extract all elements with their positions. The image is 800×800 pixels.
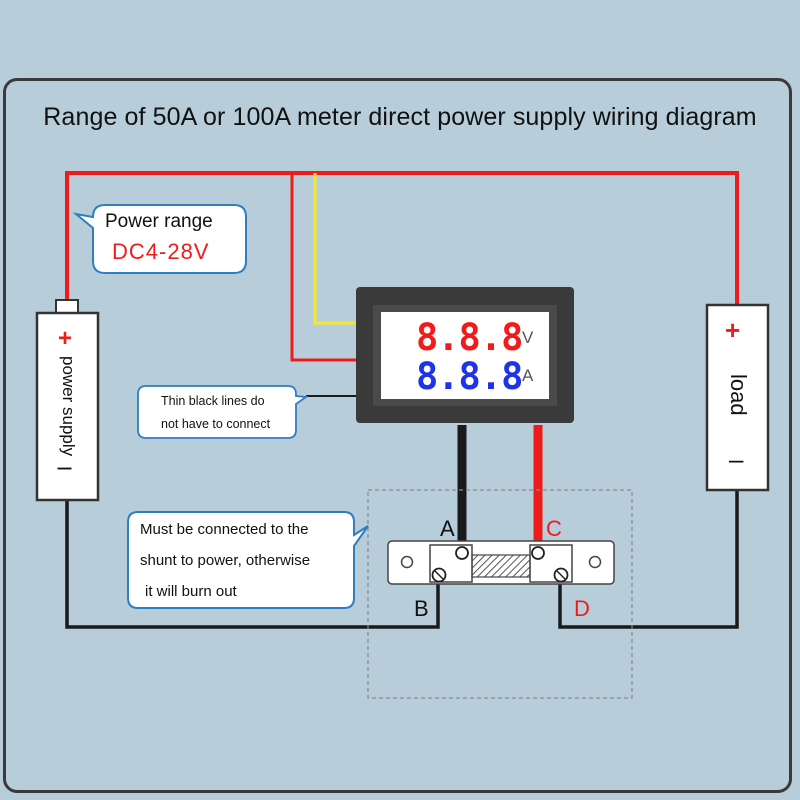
diagram-title: Range of 50A or 100A meter direct power … [43, 103, 757, 131]
power-callout-bubble [72, 204, 247, 274]
voltage-unit: V [522, 328, 534, 347]
terminal-d-label: D [574, 596, 590, 621]
load-label: load [726, 374, 751, 416]
shunt-area [367, 489, 633, 699]
power-range-value: DC4-28V [112, 239, 210, 264]
power-range-label: Power range [105, 211, 213, 232]
load-plus: + [725, 315, 741, 345]
current-display: 8.8.8 [416, 355, 523, 398]
terminal-c-label: C [546, 516, 562, 541]
thin-lines-line1: Thin black lines do [161, 394, 265, 408]
thin-lines-callout-bubble [137, 385, 309, 439]
current-unit: A [522, 366, 534, 385]
black-return-wires [65, 490, 739, 629]
power-supply-plus: + [58, 325, 73, 352]
shunt-note-line1: Must be connected to the [140, 521, 309, 538]
power-supply-minus: I [52, 465, 75, 472]
power-supply-label: power supply [59, 356, 78, 457]
shunt-note-line2: shunt to power, otherwise [140, 552, 311, 569]
yellow-wire [313, 173, 356, 325]
diagram-frame [3, 78, 792, 793]
power-supply [35, 299, 100, 502]
thin-lines-line2: not have to connect [161, 417, 271, 431]
load-box [705, 303, 770, 492]
load-minus: – [729, 444, 744, 474]
terminal-b-label: B [414, 596, 429, 621]
red-wires [65, 171, 739, 362]
shunt-note-line3: it will burn out [145, 583, 237, 600]
meter [356, 287, 574, 423]
shunt-callout-bubble [127, 511, 369, 609]
terminal-a-label: A [440, 516, 455, 541]
voltage-display: 8.8.8 [416, 316, 523, 359]
shunt [387, 540, 615, 585]
